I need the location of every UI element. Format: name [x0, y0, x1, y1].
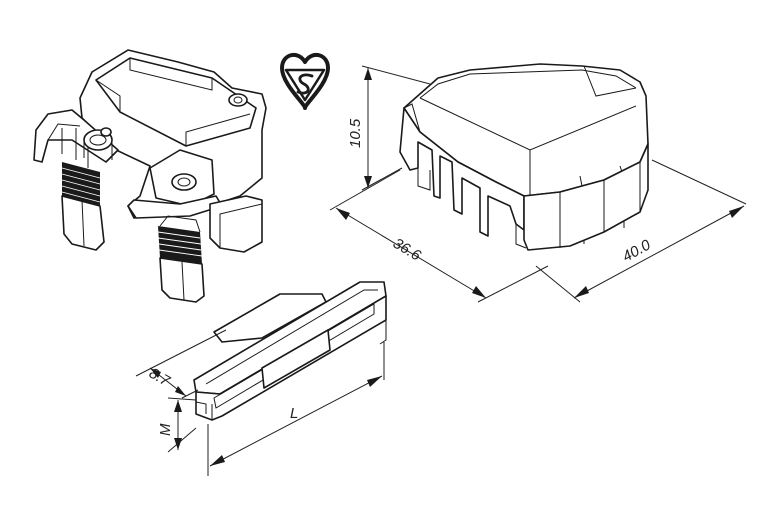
dimension-height: 10.5: [347, 65, 431, 191]
depth-label: 36.6: [390, 235, 424, 265]
insert-height-label: M: [157, 423, 174, 436]
fuse-insert: [193, 281, 387, 421]
dimension-insert-length: L: [207, 342, 385, 476]
insert-length-label: L: [290, 405, 298, 422]
kitemark-icon: [280, 52, 330, 110]
plug-assembly: [33, 49, 267, 303]
width-label: 40.0: [620, 236, 654, 265]
fuse-cover: [399, 63, 649, 251]
height-label: 10.5: [347, 118, 364, 148]
dimension-insert-height: M: [157, 397, 197, 453]
